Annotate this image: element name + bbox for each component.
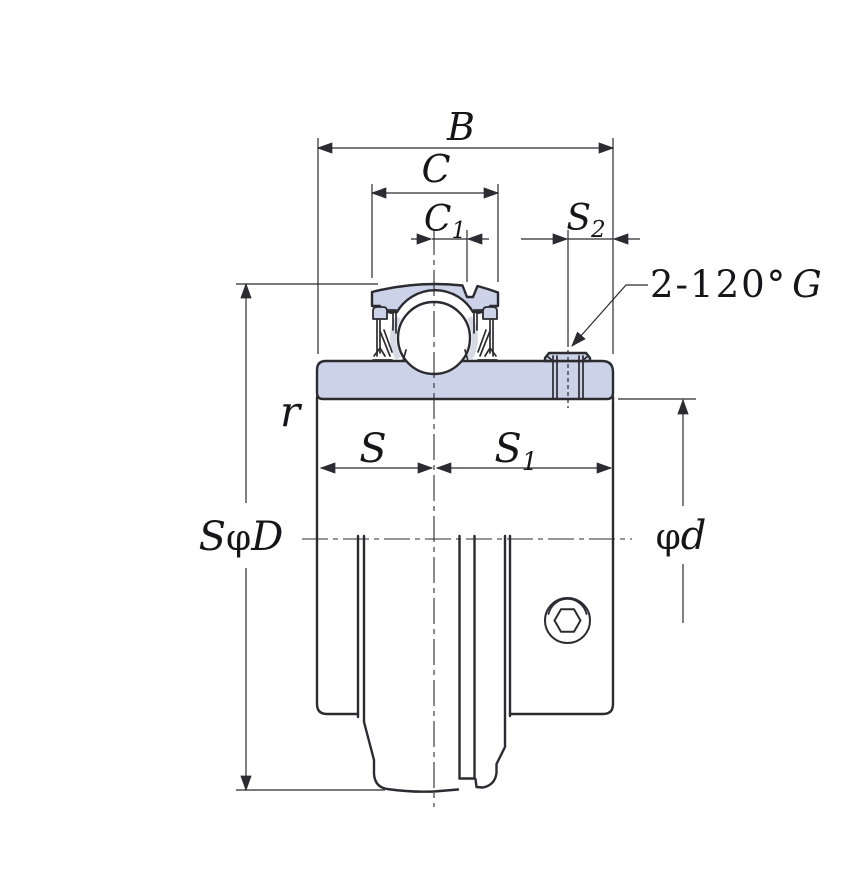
set-screw-front-view bbox=[544, 597, 591, 644]
set-screw-chamfers bbox=[546, 355, 589, 362]
label-width-c1: C1 bbox=[424, 199, 466, 244]
label-offset-s2: S2 bbox=[566, 198, 605, 243]
seal-foot-left bbox=[372, 347, 393, 361]
screw-chamfer-arc bbox=[547, 598, 588, 615]
seal-assembly-left bbox=[372, 306, 397, 361]
seal-assembly-right bbox=[473, 306, 498, 361]
sphere-silhouette-bottom-right bbox=[474, 719, 507, 789]
dimension-lines bbox=[240, 142, 689, 792]
set-screw-threads bbox=[552, 355, 584, 400]
seal-lip-left bbox=[379, 329, 393, 357]
label-width-c: C bbox=[421, 147, 450, 191]
seal-lip-right bbox=[477, 329, 491, 357]
sphere-silhouette-left bbox=[362, 720, 460, 793]
hex-socket-icon bbox=[553, 608, 582, 633]
inner-raceway-shoulder-left bbox=[402, 349, 407, 362]
screw-note-leader bbox=[571, 284, 648, 347]
inner-raceway-shoulder-right bbox=[464, 349, 469, 362]
label-corner-radius: r bbox=[280, 387, 303, 436]
label-set-screw-note: 2-120°G bbox=[650, 263, 824, 306]
label-width-b: B bbox=[446, 105, 475, 149]
label-offset-s: S bbox=[359, 426, 386, 472]
sleeve-right-face-and-bottom bbox=[508, 395, 615, 716]
seal-cap-left bbox=[372, 306, 388, 320]
raceway-gap-right bbox=[466, 316, 478, 360]
seal-foot-right bbox=[477, 347, 498, 361]
extension-lines bbox=[236, 138, 696, 791]
exterior-view bbox=[315, 395, 615, 793]
sleeve-left-face-and-bottom bbox=[315, 395, 360, 716]
dimension-labels: B C C1 S2 2-120°G r SφD S S1 φd bbox=[199, 105, 824, 560]
drawing-canvas: B C C1 S2 2-120°G r SφD S S1 φd bbox=[199, 105, 824, 807]
inner-ring-sleeve-section bbox=[315, 359, 615, 401]
screw-hole-circle bbox=[544, 597, 591, 644]
label-bore-diameter: φd bbox=[656, 513, 707, 559]
bearing-dimension-drawing: B C C1 S2 2-120°G r SφD S S1 φd bbox=[40, 16, 860, 876]
seal-bracket-left bbox=[386, 309, 397, 334]
label-sphere-diameter: SφD bbox=[199, 514, 284, 560]
seal-bracket-right bbox=[473, 309, 484, 334]
label-offset-s1: S1 bbox=[494, 426, 537, 476]
outer-ring-section bbox=[370, 282, 500, 314]
seal-cap-right bbox=[482, 306, 498, 320]
